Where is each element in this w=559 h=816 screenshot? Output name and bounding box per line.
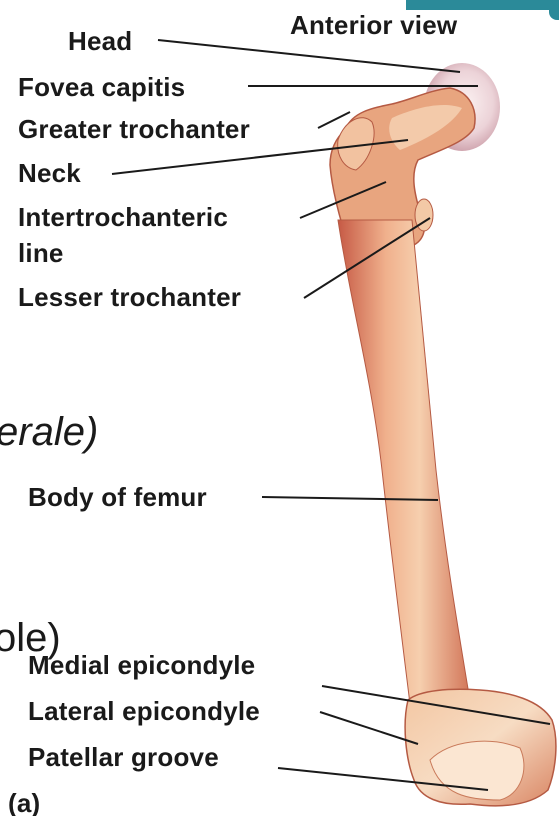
label-fovea-capitis: Fovea capitis: [18, 74, 185, 100]
label-lateral-epicondyle: Lateral epicondyle: [28, 698, 260, 724]
label-patellar-groove: Patellar groove: [28, 744, 219, 770]
view-label: Anterior view: [290, 12, 457, 38]
label-lesser-trochanter: Lesser trochanter: [18, 284, 241, 310]
label-medial-epicondyle: Medial epicondyle: [28, 652, 255, 678]
leader-greater-trochanter: [318, 112, 350, 128]
label-body-of-femur: Body of femur: [28, 484, 207, 510]
leader-head: [158, 40, 460, 72]
leader-lateral-epicondyle: [320, 712, 418, 744]
label-head: Head: [68, 28, 132, 54]
label-intertrochanteric-line-2: line: [18, 240, 64, 266]
label-neck: Neck: [18, 160, 81, 186]
femur-shaft: [338, 220, 474, 725]
label-intertrochanteric-line-1: Intertrochanteric: [18, 204, 228, 230]
label-greater-trochanter: Greater trochanter: [18, 116, 250, 142]
panel-letter: (a): [8, 790, 40, 816]
